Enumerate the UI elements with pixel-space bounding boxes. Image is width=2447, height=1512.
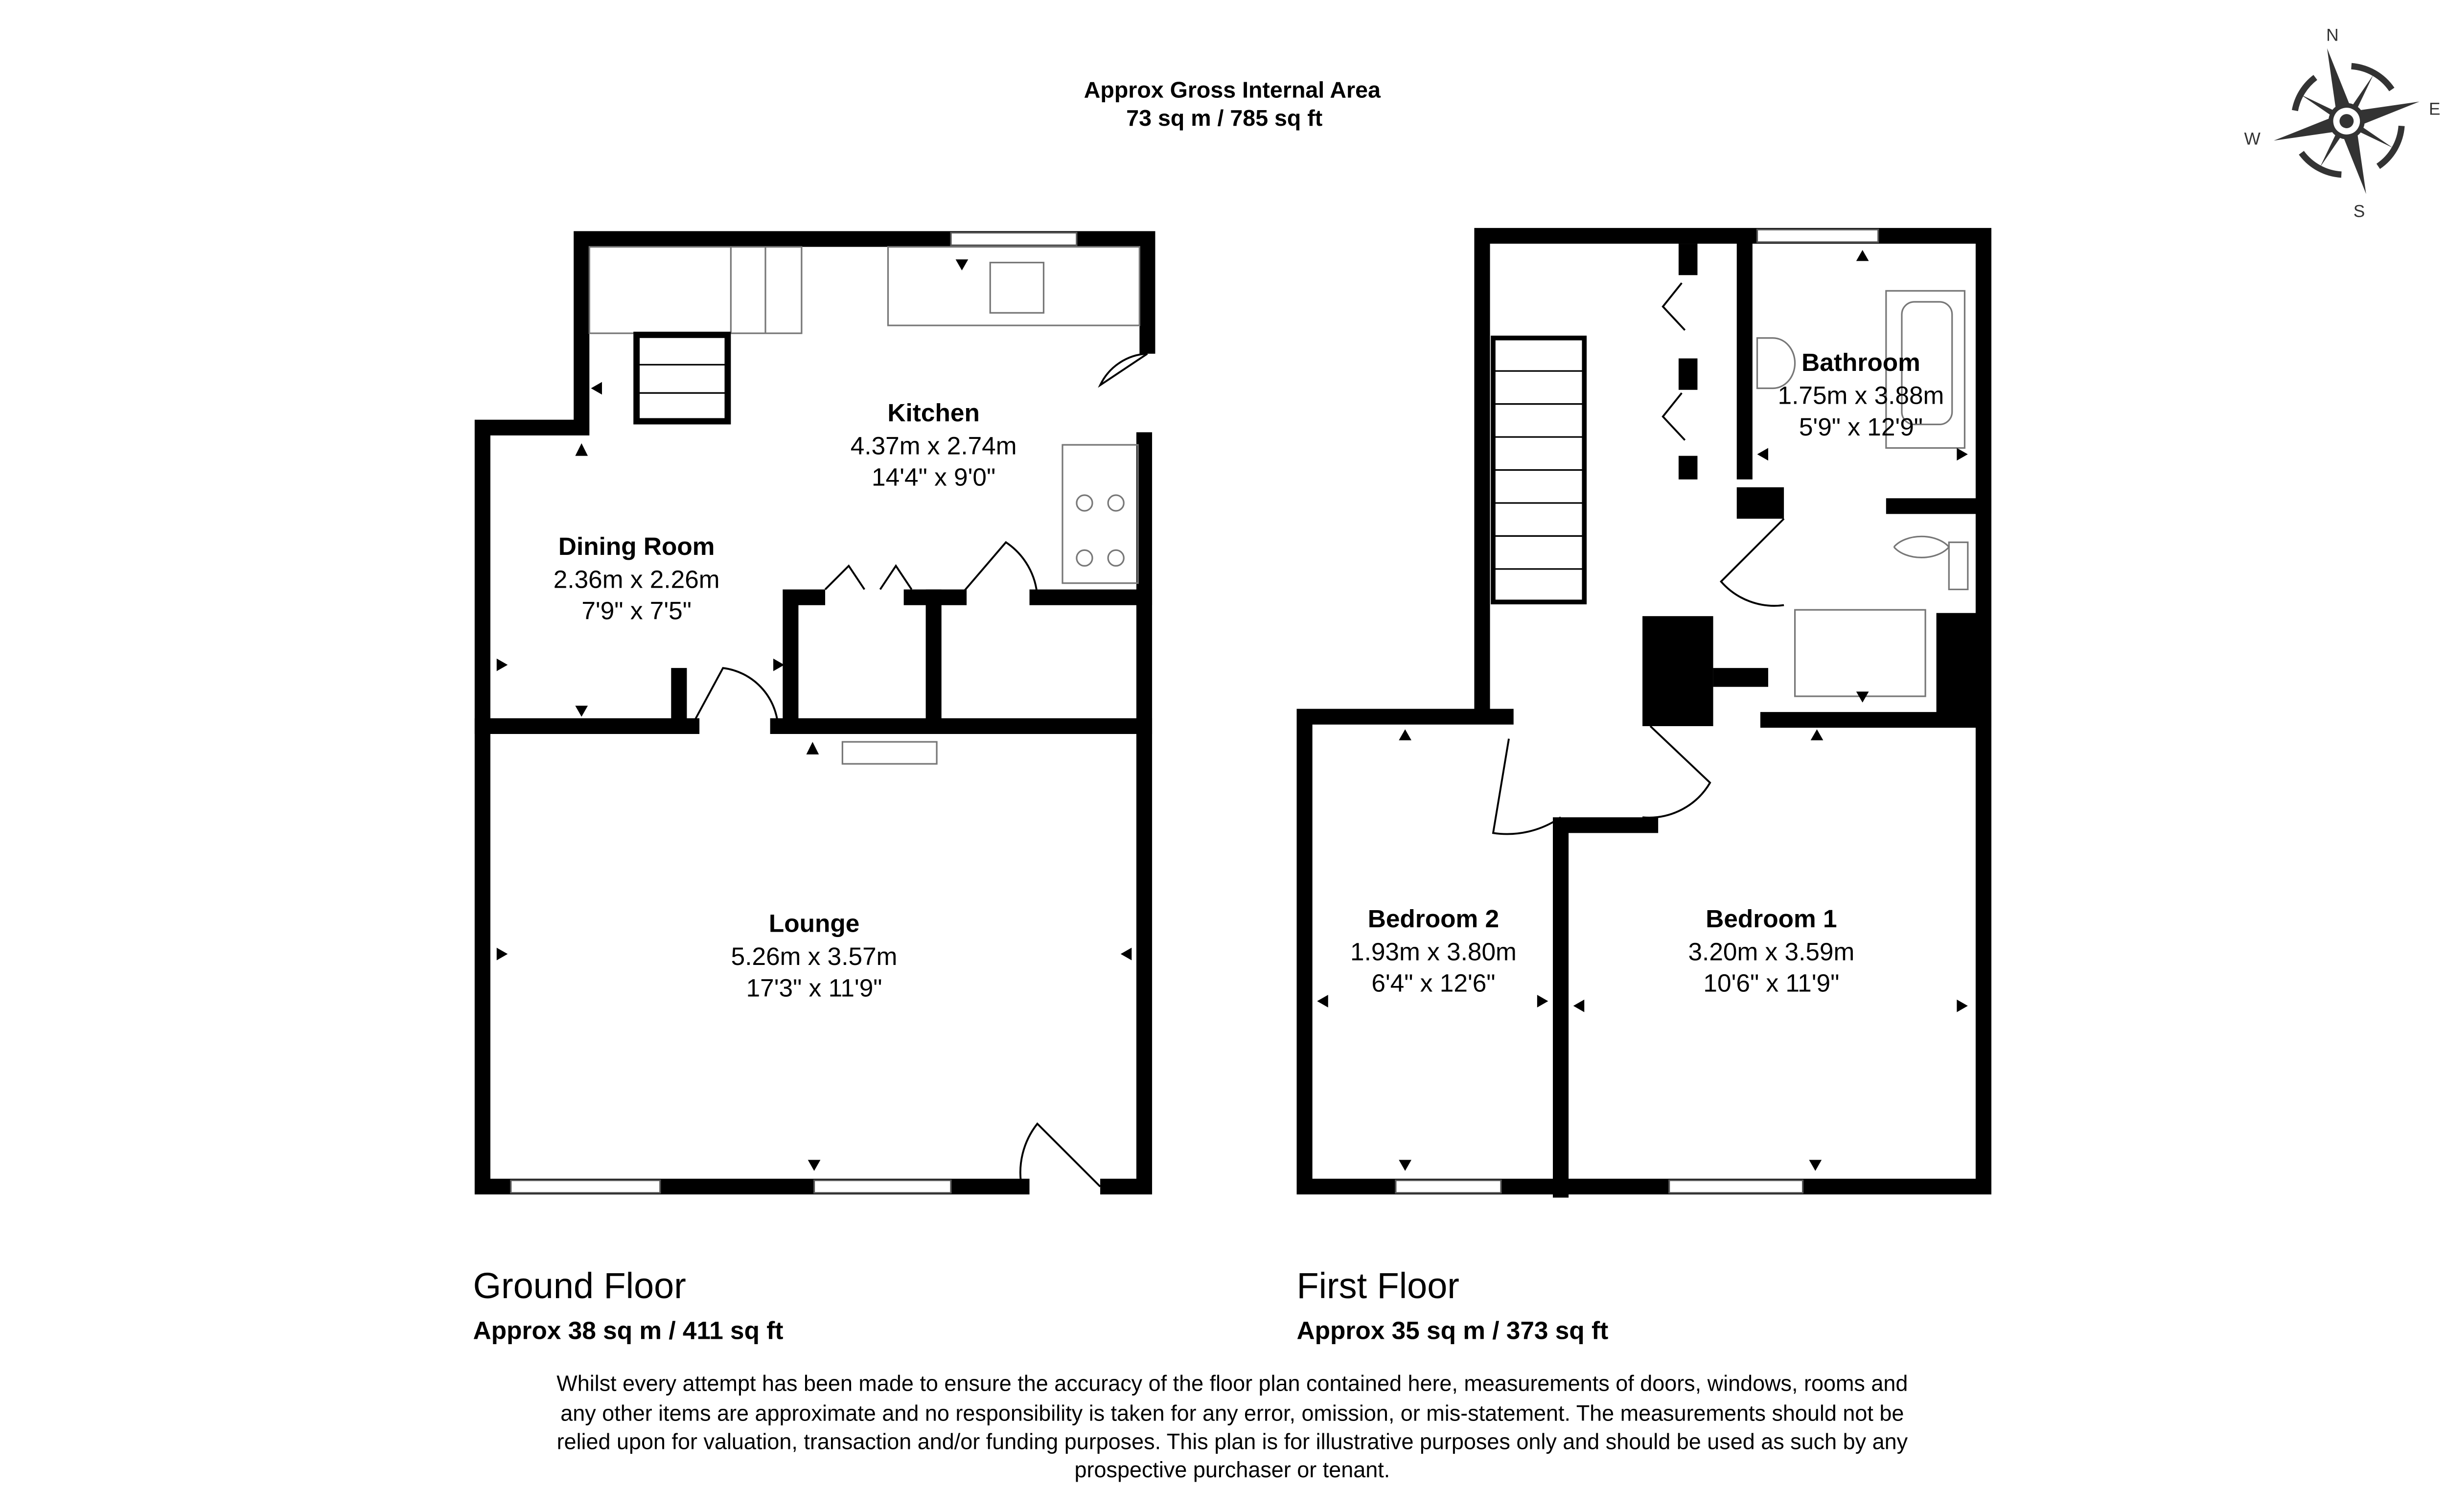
gross-area-title: Approx Gross Internal Area — [1084, 77, 1381, 102]
compass-e: E — [2429, 100, 2441, 119]
room-kitchen: Kitchen 4.37m x 2.74m 14'4" x 9'0" — [851, 398, 1017, 491]
compass-rose-icon — [2273, 48, 2420, 194]
room-metric: 1.93m x 3.80m — [1350, 937, 1517, 965]
room-bedroom-1: Bedroom 1 3.20m x 3.59m 10'6" x 11'9" — [1688, 904, 1854, 997]
compass-n: N — [2326, 26, 2339, 45]
disclaimer-line: relied upon for valuation, transaction a… — [557, 1429, 1908, 1454]
room-name: Lounge — [769, 909, 859, 938]
ground-dimension-arrows — [496, 259, 1132, 1171]
room-metric: 3.20m x 3.59m — [1688, 937, 1854, 965]
room-metric: 1.75m x 3.88m — [1778, 381, 1944, 410]
room-metric: 4.37m x 2.74m — [851, 431, 1017, 459]
room-imperial: 17'3" x 11'9" — [746, 973, 882, 1002]
room-imperial: 6'4" x 12'6" — [1371, 969, 1495, 997]
disclaimer-line: any other items are approximate and no r… — [560, 1400, 1904, 1425]
disclaimer: Whilst every attempt has been made to en… — [556, 1371, 1908, 1482]
room-bedroom-2: Bedroom 2 1.93m x 3.80m 6'4" x 12'6" — [1350, 904, 1517, 997]
disclaimer-line: prospective purchaser or tenant. — [1075, 1457, 1390, 1482]
room-dining-room: Dining Room 2.36m x 2.26m 7'9" x 7'5" — [554, 532, 720, 625]
ground-floor-label: Ground Floor — [473, 1265, 686, 1306]
disclaimer-line: Whilst every attempt has been made to en… — [556, 1371, 1908, 1396]
first-stairs — [1491, 335, 1587, 605]
room-imperial: 5'9" x 12'9" — [1799, 412, 1923, 441]
room-name: Dining Room — [558, 532, 715, 560]
ground-floor-area: Approx 38 sq m / 411 sq ft — [473, 1316, 784, 1344]
ground-stairs — [633, 331, 731, 425]
room-imperial: 14'4" x 9'0" — [872, 463, 995, 491]
first-floor-plan — [1296, 228, 1992, 1198]
first-floor-area: Approx 35 sq m / 373 sq ft — [1297, 1316, 1609, 1344]
gross-area-value: 73 sq m / 785 sq ft — [1126, 105, 1322, 131]
ground-floor-plan — [474, 231, 1155, 1195]
room-bathroom: Bathroom 1.75m x 3.88m 5'9" x 12'9" — [1778, 348, 1944, 441]
room-name: Bedroom 2 — [1368, 904, 1499, 933]
room-imperial: 7'9" x 7'5" — [581, 596, 692, 625]
room-name: Bedroom 1 — [1706, 904, 1837, 933]
first-floor-label: First Floor — [1297, 1265, 1459, 1306]
room-name: Kitchen — [887, 398, 979, 427]
first-dimension-arrows — [1317, 250, 1968, 1171]
compass-w: W — [2244, 130, 2261, 149]
room-metric: 5.26m x 3.57m — [731, 942, 898, 970]
room-name: Bathroom — [1801, 348, 1920, 376]
room-metric: 2.36m x 2.26m — [554, 565, 720, 593]
compass-s: S — [2354, 202, 2365, 221]
room-lounge: Lounge 5.26m x 3.57m 17'3" x 11'9" — [731, 909, 898, 1002]
room-imperial: 10'6" x 11'9" — [1703, 969, 1839, 997]
